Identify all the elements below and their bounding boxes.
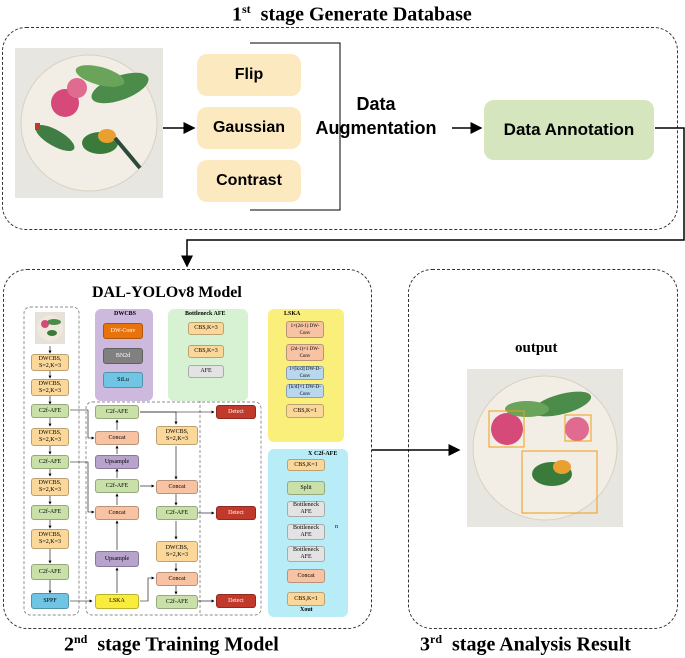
c2f-split: Split xyxy=(287,481,325,495)
neck-lska: LSKA xyxy=(95,594,139,609)
backbone-sppf: SPPF xyxy=(31,593,69,609)
model-title: DAL-YOLOv8 Model xyxy=(92,284,242,301)
neck-c2f-c: C2f-AFE xyxy=(156,506,198,520)
neck-concat-d: Concat xyxy=(156,572,198,586)
backbone-dwcbs-1: DWCBS, S=2,K=3 xyxy=(31,354,69,371)
neck-c2f-d: C2f-AFE xyxy=(156,595,198,609)
neck-dwcbs-b: DWCBS, S=2,K=3 xyxy=(156,541,198,562)
backbone-c2f-3: C2f-AFE xyxy=(31,505,69,520)
c2f-bottleneck-1: Bottleneck AFE xyxy=(287,501,325,517)
neck-c2f-b: C2f-AFE xyxy=(95,479,139,493)
output-illustration xyxy=(472,375,618,521)
c2f-cbs-2: CBS,K=1 xyxy=(287,592,325,606)
backbone-c2f-4: C2f-AFE xyxy=(31,564,69,580)
dwcbs-bn2d: BN2d xyxy=(103,348,143,364)
neck-upsample-a: Upsample xyxy=(95,455,139,469)
dwcbs-silu: SiLu xyxy=(103,372,143,388)
c2f-n-label: n xyxy=(335,524,338,530)
stage3-title: 3rd stage Analysis Result xyxy=(420,632,631,656)
output-label: output xyxy=(515,340,558,356)
stage3-border xyxy=(408,269,678,629)
lska-dwconv-2: (2d-1)×1 DW-Conv xyxy=(286,344,324,361)
c2f-cbs-1: CBS,K=1 xyxy=(287,459,325,471)
flip-box: Flip xyxy=(197,54,301,96)
neck-concat-b: Concat xyxy=(95,506,139,520)
stage1-title: 1st stage Generate Database xyxy=(232,2,472,26)
backbone-c2f-2: C2f-AFE xyxy=(31,455,69,469)
neck-c2f-a: C2f-AFE xyxy=(95,405,139,419)
lska-ddconv-1: 1×⌈k/d⌉ DW-D-Conv xyxy=(286,366,324,380)
lska-panel-title: LSKA xyxy=(284,311,301,317)
lska-dwconv-1: 1×(2d-1) DW-Conv xyxy=(286,321,324,338)
detect-head-3: Detect xyxy=(216,594,256,608)
neck-upsample-b: Upsample xyxy=(95,551,139,567)
backbone-dwcbs-2: DWCBS, S=2,K=3 xyxy=(31,379,69,396)
stage2-title: 2nd stage Training Model xyxy=(64,632,279,656)
backbone-dwcbs-5: DWCBS, S=2,K=3 xyxy=(31,529,69,549)
thumbnail-illustration xyxy=(37,315,63,341)
dwcbs-panel-title: DWCBS xyxy=(114,311,137,317)
neck-concat-a: Concat xyxy=(95,431,139,445)
backbone-dwcbs-4: DWCBS, S=2,K=3 xyxy=(31,478,69,496)
bottleneck-afe: AFE xyxy=(188,365,224,378)
gaussian-box: Gaussian xyxy=(197,107,301,149)
embroidery-illustration xyxy=(20,54,158,192)
bottleneck-panel-title: Bottleneck AFE xyxy=(185,311,226,317)
contrast-box: Contrast xyxy=(197,160,301,202)
bottleneck-cbs-2: CBS,K=3 xyxy=(188,345,224,358)
c2f-bottleneck-3: Bottleneck AFE xyxy=(287,546,325,562)
detect-head-1: Detect xyxy=(216,405,256,419)
backbone-dwcbs-3: DWCBS, S=2,K=3 xyxy=(31,428,69,446)
c2f-panel-title: C2f-AFE xyxy=(314,451,338,457)
neck-concat-c: Concat xyxy=(156,480,198,494)
data-annotation-box: Data Annotation xyxy=(484,100,654,160)
stage2-border xyxy=(3,269,372,629)
embroidery-image xyxy=(15,48,163,198)
c2f-concat: Concat xyxy=(287,569,325,583)
lska-ddconv-2: ⌈k/d⌉×1 DW-D-Conv xyxy=(286,384,324,398)
detect-head-2: Detect xyxy=(216,506,256,520)
output-image xyxy=(467,369,623,527)
backbone-c2f-1: C2f-AFE xyxy=(31,404,69,418)
c2f-bottleneck-2: Bottleneck AFE xyxy=(287,524,325,540)
dwcbs-dwconv: DW-Conv xyxy=(103,323,143,339)
lska-cbs: CBS,K=1 xyxy=(286,404,324,418)
bottleneck-cbs-1: CBS,K=3 xyxy=(188,322,224,335)
neck-dwcbs-a: DWCBS, S=2,K=3 xyxy=(156,426,198,445)
c2f-panel-input: X xyxy=(308,451,313,457)
c2f-panel-output: Xout xyxy=(300,607,313,613)
input-thumbnail xyxy=(35,312,65,344)
